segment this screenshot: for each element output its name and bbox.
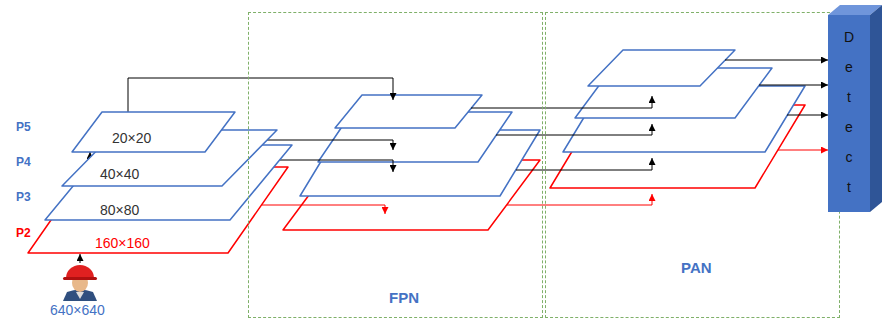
level-label: P3 bbox=[16, 191, 31, 205]
feature-arrow bbox=[759, 85, 828, 86]
feature-arrow bbox=[778, 150, 828, 151]
feature-arrow bbox=[507, 194, 652, 205]
detect-head: D e t e c t bbox=[828, 5, 882, 212]
detect-box bbox=[828, 5, 882, 212]
size-label: 20×20 bbox=[112, 130, 151, 146]
fpn-p5-map bbox=[335, 95, 482, 128]
size-label: 40×40 bbox=[100, 166, 139, 182]
size-label: 160×160 bbox=[95, 235, 150, 251]
feature-arrow bbox=[787, 115, 828, 116]
region-label: PAN bbox=[681, 259, 712, 276]
head-label: D e t e c t bbox=[842, 22, 856, 202]
feature-arrow bbox=[496, 124, 652, 135]
region-label: FPN bbox=[389, 289, 419, 306]
feature-arrow bbox=[280, 160, 393, 172]
size-label: 80×80 bbox=[100, 202, 139, 218]
map-outline bbox=[72, 112, 235, 152]
feature-arrow bbox=[471, 96, 652, 108]
neck-region: FPN bbox=[248, 12, 543, 318]
feature-map: 20×20 bbox=[72, 112, 235, 152]
feature-arrow bbox=[725, 60, 828, 61]
input-arrow bbox=[80, 254, 81, 263]
worker-icon bbox=[63, 265, 97, 301]
feature-arrow bbox=[516, 158, 652, 170]
neck-region: PAN bbox=[545, 12, 840, 318]
level-label: P5 bbox=[16, 121, 31, 135]
input-size-label: 640×640 bbox=[50, 302, 105, 318]
level-label: P4 bbox=[16, 156, 31, 170]
feature-arrow bbox=[262, 205, 385, 214]
pan-p5-map bbox=[588, 50, 735, 86]
feature-arrow bbox=[128, 78, 393, 112]
level-label: P2 bbox=[16, 227, 31, 241]
